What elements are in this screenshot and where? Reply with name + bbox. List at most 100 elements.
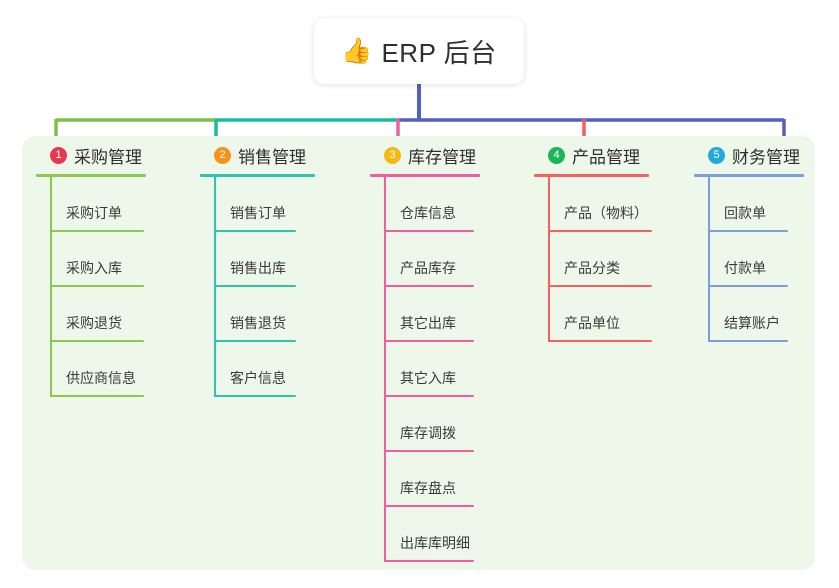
list-item[interactable]: 其它入库: [370, 342, 530, 397]
diagram-panel: [22, 136, 815, 570]
column-rule-3: [370, 174, 480, 177]
column-rule-5: [694, 174, 804, 177]
column-spine-5: [708, 177, 710, 342]
list-item-rule: [384, 450, 474, 452]
column-spine-4: [548, 177, 550, 342]
list-item[interactable]: 客户信息: [200, 342, 350, 397]
list-item-label: 采购入库: [66, 260, 122, 276]
list-item-rule: [708, 340, 788, 342]
list-item[interactable]: 库存盘点: [370, 452, 530, 507]
column-title-2: 销售管理: [238, 147, 306, 167]
list-item[interactable]: 出库库明细: [370, 507, 530, 562]
list-item-rule: [548, 230, 652, 232]
column-3: 3 库存管理仓库信息产品库存其它出库其它入库库存调拨库存盘点出库库明细: [370, 140, 530, 562]
list-item[interactable]: 库存调拨: [370, 397, 530, 452]
list-item-label: 付款单: [724, 260, 766, 276]
list-item[interactable]: 产品（物料）: [534, 177, 694, 232]
column-5: 5 财务管理回款单付款单结算账户: [694, 140, 839, 342]
list-item-label: 库存调拨: [400, 425, 456, 441]
list-item-label: 仓库信息: [400, 205, 456, 221]
list-item-rule: [384, 560, 474, 562]
column-spine-1: [50, 177, 52, 397]
column-header-5[interactable]: 5 财务管理: [694, 140, 839, 170]
list-item-rule: [384, 395, 474, 397]
column-rule-2: [200, 174, 315, 177]
column-spine-2: [214, 177, 216, 397]
list-item-label: 其它出库: [400, 315, 456, 331]
list-item[interactable]: 采购入库: [36, 232, 186, 287]
list-item-label: 采购退货: [66, 315, 122, 331]
list-item-rule: [708, 285, 788, 287]
column-title-4: 产品管理: [572, 147, 640, 167]
column-header-3[interactable]: 3 库存管理: [370, 140, 530, 170]
list-item-label: 库存盘点: [400, 480, 456, 496]
list-item-label: 采购订单: [66, 205, 122, 221]
column-title-5: 财务管理: [732, 147, 800, 167]
root-title: ERP 后台: [381, 37, 497, 68]
list-item[interactable]: 销售退货: [200, 287, 350, 342]
list-item-label: 结算账户: [724, 315, 780, 331]
list-item-rule: [214, 285, 296, 287]
column-badge-2: 2: [214, 146, 231, 164]
column-items-5: 回款单付款单结算账户: [694, 177, 839, 342]
list-item[interactable]: 销售出库: [200, 232, 350, 287]
list-item[interactable]: 采购退货: [36, 287, 186, 342]
list-item[interactable]: 其它出库: [370, 287, 530, 342]
root-node[interactable]: 👍 ERP 后台: [314, 18, 524, 84]
list-item-rule: [548, 340, 652, 342]
list-item[interactable]: 回款单: [694, 177, 839, 232]
list-item-label: 供应商信息: [66, 370, 136, 386]
list-item-label: 回款单: [724, 205, 766, 221]
list-item[interactable]: 仓库信息: [370, 177, 530, 232]
list-item-rule: [50, 285, 144, 287]
list-item-rule: [384, 285, 474, 287]
column-header-4[interactable]: 4 产品管理: [534, 140, 694, 170]
list-item-rule: [384, 340, 474, 342]
list-item-rule: [548, 285, 652, 287]
column-badge-3: 3: [384, 146, 401, 164]
column-title-3: 库存管理: [408, 147, 476, 167]
column-badge-1: 1: [50, 146, 67, 164]
column-4: 4 产品管理产品（物料） 产品分类产品单位: [534, 140, 694, 342]
list-item-rule: [214, 230, 296, 232]
list-item-rule: [50, 230, 144, 232]
column-items-3: 仓库信息产品库存其它出库其它入库库存调拨库存盘点出库库明细: [370, 177, 530, 562]
list-item-rule: [50, 395, 144, 397]
list-item[interactable]: 付款单: [694, 232, 839, 287]
list-item-label: 产品单位: [564, 315, 620, 331]
column-badge-4: 4: [548, 146, 565, 164]
list-item[interactable]: 产品库存: [370, 232, 530, 287]
list-item-rule: [214, 340, 296, 342]
column-rule-4: [534, 174, 649, 177]
column-spine-3: [384, 177, 386, 562]
column-items-4: 产品（物料） 产品分类产品单位: [534, 177, 694, 342]
column-2: 2 销售管理销售订单销售出库销售退货客户信息: [200, 140, 350, 397]
list-item-label: 产品分类: [564, 260, 620, 276]
thumbs-up-icon: 👍: [341, 36, 373, 65]
list-item-label: 其它入库: [400, 370, 456, 386]
column-badge-5: 5: [708, 146, 725, 164]
list-item[interactable]: 结算账户: [694, 287, 839, 342]
list-item-label: 产品库存: [400, 260, 456, 276]
column-header-2[interactable]: 2 销售管理: [200, 140, 350, 170]
list-item-label: 出库库明细: [400, 535, 470, 551]
column-rule-1: [36, 174, 146, 177]
column-items-2: 销售订单销售出库销售退货客户信息: [200, 177, 350, 397]
list-item-rule: [384, 230, 474, 232]
list-item-label: 客户信息: [230, 370, 286, 386]
list-item[interactable]: 产品分类: [534, 232, 694, 287]
list-item[interactable]: 产品单位: [534, 287, 694, 342]
list-item-label: 销售退货: [230, 315, 286, 331]
list-item[interactable]: 供应商信息: [36, 342, 186, 397]
column-items-1: 采购订单采购入库采购退货供应商信息: [36, 177, 186, 397]
list-item-label: 销售订单: [230, 205, 286, 221]
list-item[interactable]: 采购订单: [36, 177, 186, 232]
list-item-label: 产品（物料）: [564, 205, 648, 221]
list-item-rule: [384, 505, 474, 507]
list-item-rule: [708, 230, 788, 232]
list-item-label: 销售出库: [230, 260, 286, 276]
list-item-rule: [50, 340, 144, 342]
list-item[interactable]: 销售订单: [200, 177, 350, 232]
